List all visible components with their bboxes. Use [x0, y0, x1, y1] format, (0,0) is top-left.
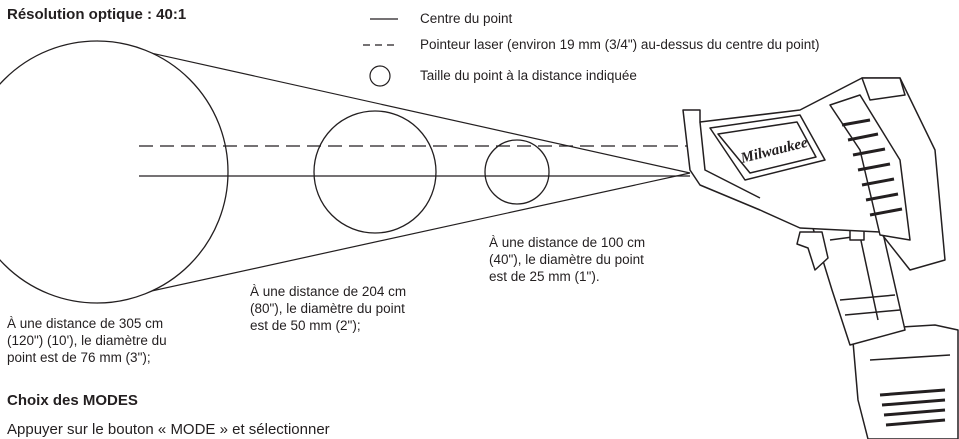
- spot-circle-204cm: [313, 110, 437, 234]
- section-body-text: Appuyer sur le bouton « MODE » et sélect…: [7, 421, 330, 438]
- spot-caption-305cm: À une distance de 305 cm (120") (10'), l…: [7, 315, 167, 366]
- spot-circle-100cm: [484, 139, 550, 205]
- caption-line: est de 50 mm (2");: [250, 318, 361, 333]
- thermometer-gun-illustration: [682, 77, 959, 439]
- section-heading: Choix des MODES: [7, 392, 138, 409]
- legend-circle-symbol: [369, 65, 391, 87]
- caption-line: À une distance de 204 cm: [250, 284, 407, 299]
- cone-upper-line: [96, 40, 691, 174]
- caption-line: (120") (10'), le diamètre du: [7, 333, 167, 348]
- spot-caption-204cm: À une distance de 204 cm (80"), le diamè…: [250, 283, 406, 334]
- cone-lower-line: [96, 172, 691, 304]
- caption-line: À une distance de 100 cm: [489, 235, 646, 250]
- caption-line: (40"), le diamètre du point: [489, 252, 644, 267]
- caption-line: est de 25 mm (1").: [489, 269, 600, 284]
- spot-circle-305cm: [0, 40, 229, 304]
- page-title: Résolution optique : 40:1: [7, 6, 187, 23]
- caption-line: point est de 76 mm (3");: [7, 350, 151, 365]
- legend-center-label: Centre du point: [420, 11, 513, 26]
- legend-spot-label: Taille du point à la distance indiquée: [420, 68, 637, 83]
- caption-line: (80"), le diamètre du point: [250, 301, 405, 316]
- spot-caption-100cm: À une distance de 100 cm (40"), le diamè…: [489, 234, 645, 285]
- caption-line: À une distance de 305 cm: [7, 316, 164, 331]
- legend-laser-label: Pointeur laser (environ 19 mm (3/4") au-…: [420, 37, 820, 52]
